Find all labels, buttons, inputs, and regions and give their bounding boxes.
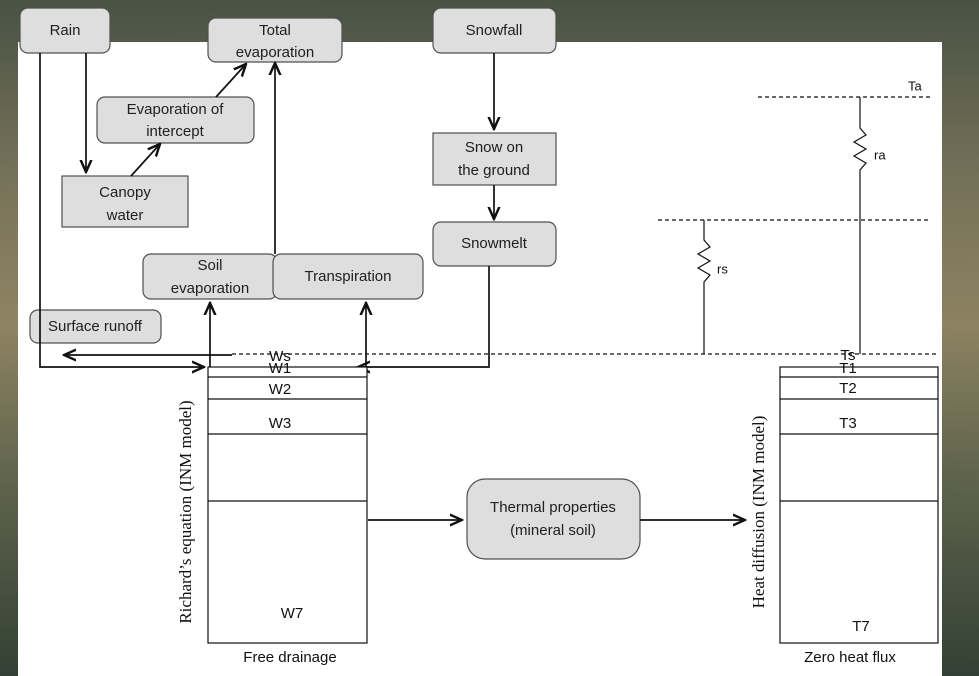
transpiration-label: Transpiration <box>305 268 392 285</box>
soil-water-layer-w2: W2 <box>269 381 292 398</box>
richards-equation-label: Richard’s equation (INM model) <box>176 400 195 623</box>
snowmelt-box <box>432 221 557 267</box>
total-evaporation-label-line1: Total <box>259 22 291 39</box>
surface-resistance-symbol <box>696 220 712 354</box>
soil-heat-column <box>779 366 939 644</box>
canopy-water-label-line1: Canopy <box>99 184 151 201</box>
evaporation-of-intercept-box <box>96 96 255 144</box>
free-drainage-label: Free drainage <box>243 649 336 666</box>
snow-on-ground-box <box>432 132 557 186</box>
soil-water-layer-w1: W1 <box>269 360 292 377</box>
soil-heat-layer-t3: T3 <box>839 415 857 432</box>
transpiration-box <box>272 253 424 300</box>
zero-heat-flux-label: Zero heat flux <box>804 649 896 666</box>
soil-water-column <box>207 366 368 644</box>
soil-heat-layer-t7: T7 <box>852 618 870 635</box>
canopy-water-label-line2: water <box>106 207 144 224</box>
thermal-properties-label-line1: Thermal properties <box>490 499 616 516</box>
canopy-to-interception-arrow <box>130 144 160 177</box>
rain-label: Rain <box>50 22 81 39</box>
soil-heat-surface-layer: Ts <box>841 347 856 364</box>
evaporation-of-intercept-label-line1: Evaporation of <box>127 101 225 118</box>
interception-to-total-evaporation-arrow <box>215 64 246 98</box>
surface-resistance-label: rs <box>717 261 728 276</box>
snowfall-label: Snowfall <box>466 22 523 39</box>
canopy-water-box <box>61 175 189 228</box>
total-evaporation-label-line2: evaporation <box>236 44 314 61</box>
evaporation-of-intercept-label-line2: intercept <box>146 123 204 140</box>
soil-heat-layer-t1: T1 <box>839 360 857 377</box>
snowmelt-to-soil-arrow <box>358 266 490 367</box>
surface-runoff-label: Surface runoff <box>48 318 143 335</box>
soil-water-column-outline <box>207 366 368 644</box>
soil-water-layer-w3: W3 <box>269 415 292 432</box>
snowmelt-label: Snowmelt <box>461 235 528 252</box>
heat-diffusion-label: Heat diffusion (INM model) <box>749 416 768 609</box>
soil-evaporation-label-line1: Soil <box>197 257 222 274</box>
thermal-properties-box <box>466 478 641 560</box>
rain-to-soil-arrow <box>39 53 204 367</box>
soil-water-surface-layer: Ws <box>269 348 291 365</box>
air-resistance-symbol <box>852 97 868 354</box>
soil-heat-column-outline <box>779 366 939 644</box>
soil-heat-layer-t2: T2 <box>839 380 857 397</box>
surface-runoff-box <box>29 309 162 344</box>
snow-on-ground-label-line1: Snow on <box>465 139 523 156</box>
snow-on-ground-label-line2: the ground <box>458 162 530 179</box>
air-resistance-label: ra <box>874 147 886 162</box>
air-temperature-label: Ta <box>908 78 923 93</box>
rain-box <box>19 7 111 54</box>
soil-water-layer-w7: W7 <box>281 605 304 622</box>
thermal-properties-label-line2: (mineral soil) <box>510 522 596 539</box>
soil-evaporation-label-line2: evaporation <box>171 280 249 297</box>
